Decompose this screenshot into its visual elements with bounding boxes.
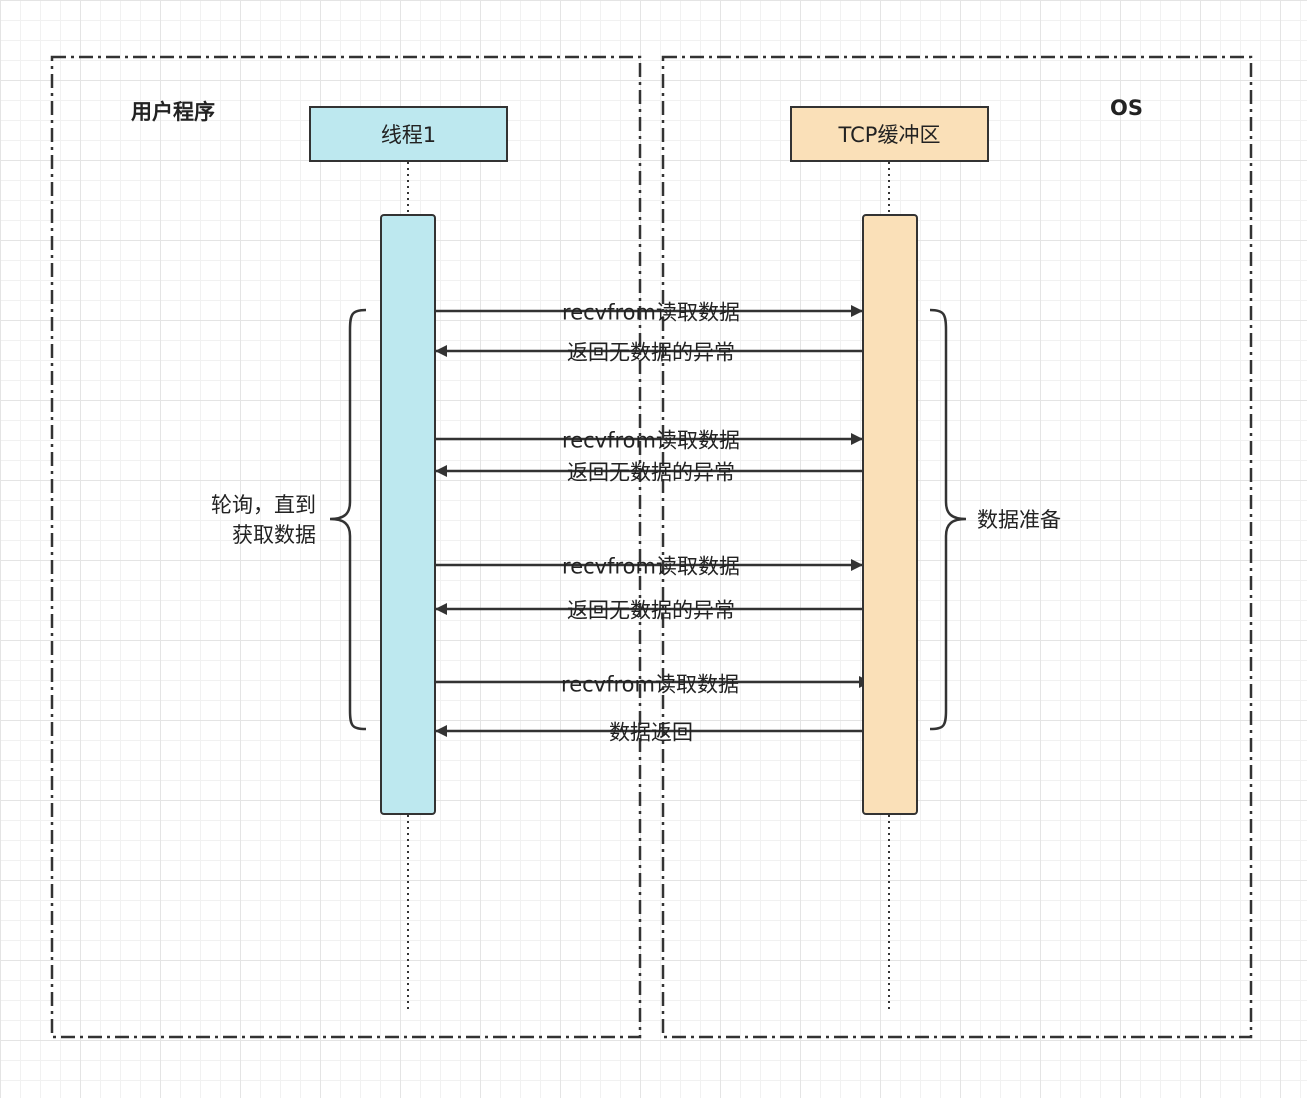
message-label: 返回无数据的异常	[567, 598, 735, 623]
user-program-boundary	[50, 55, 642, 1039]
os-boundary	[661, 55, 1253, 1039]
message-label: 数据返回	[609, 720, 693, 745]
polling-note-line2: 获取数据	[232, 523, 316, 547]
message-label: 返回无数据的异常	[567, 340, 735, 365]
right-brace	[929, 308, 967, 731]
message-arrows	[433, 305, 871, 737]
message-label: recvfrom读取数据	[562, 554, 740, 579]
activation-thread1	[380, 214, 436, 815]
message-label: 返回无数据的异常	[567, 460, 735, 485]
left-brace	[329, 308, 367, 731]
polling-note: 轮询，直到 获取数据	[200, 490, 316, 550]
polling-note-line1: 轮询，直到	[211, 493, 316, 517]
activation-tcp-buffer	[862, 214, 918, 815]
participant-thread1: 线程1	[309, 106, 508, 162]
message-label: recvfrom读取数据	[561, 672, 739, 697]
user-program-label: 用户程序	[131, 100, 215, 124]
os-label: OS	[1110, 96, 1143, 120]
message-label: recvfrom读取数据	[562, 300, 740, 325]
data-prep-note: 数据准备	[977, 508, 1061, 532]
message-label: recvfrom读取数据	[562, 428, 740, 453]
participant-tcp-buffer: TCP缓冲区	[790, 106, 989, 162]
